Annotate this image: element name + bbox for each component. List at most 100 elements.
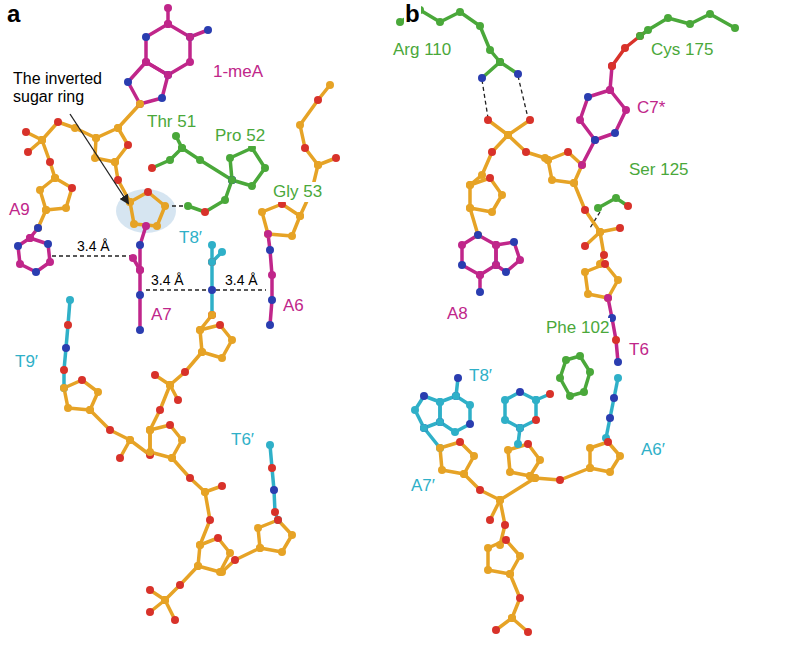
atom-ball [46,158,54,166]
atom-ball [604,294,612,302]
atom-ball [78,376,86,384]
bond-stick [95,128,128,162]
atom-ball [136,100,144,108]
atom-ball [556,374,564,382]
residue-label: A6′ [640,440,666,460]
atom-ball [460,470,468,478]
atom-ball [228,336,236,344]
atom-ball [314,96,322,104]
atom-ball [516,424,524,432]
atom-ball [256,544,264,552]
atom-ball [178,144,186,152]
atom-ball [532,416,540,424]
atom-ball [411,406,419,414]
atom-ball [606,414,614,422]
atom-ball [208,311,216,319]
atom-ball [196,541,204,549]
atom-ball [218,482,226,490]
atom-ball [606,468,614,476]
atom-ball [478,74,486,82]
atom-ball [114,124,122,132]
atom-ball [332,154,340,162]
atom-ball [456,438,464,446]
atom-ball [46,258,54,266]
atom-ball [34,224,42,232]
atom-ball [144,188,152,196]
atom-ball [206,516,214,524]
distance-line [52,255,134,256]
atom-ball [578,161,586,169]
atom-ball [32,268,40,276]
atom-ball [264,230,272,238]
atom-ball [458,241,466,249]
atom-ball [196,156,204,164]
atom-ball [476,486,484,494]
atom-ball [34,224,42,232]
bond-stick [90,410,150,455]
atom-ball [456,8,464,16]
atom-ball [584,93,592,101]
atom-ball [142,58,150,66]
atom-ball [166,156,174,164]
atom-ball [94,388,102,396]
distance-line [518,76,528,118]
atom-ball [556,476,564,484]
atom-ball [106,426,114,434]
atom-ball [514,440,522,448]
atom-ball [436,418,444,426]
atom-ball [606,86,614,94]
atom-ball [436,18,444,26]
atom-ball [488,208,496,216]
distance-line [482,80,488,118]
atom-ball [161,596,169,604]
atom-ball [24,148,32,156]
atom-ball [501,396,509,404]
atom-ball [596,228,604,236]
distance-line [146,289,208,290]
atom-ball [38,136,46,144]
atom-ball [166,381,174,389]
atom-ball [452,392,460,400]
atom-ball [608,62,616,70]
atom-ball [146,608,154,616]
atom-ball [504,131,512,139]
atom-ball [604,294,612,302]
atom-ball [484,544,492,552]
atom-ball [196,541,204,549]
atom-ball [706,10,714,18]
atom-ball [614,358,622,366]
atom-ball [268,296,276,304]
bond-stick [590,442,620,472]
atom-ball [470,452,478,460]
atom-ball [228,176,236,184]
atom-ball [532,396,540,404]
atom-ball [586,444,594,452]
atom-ball [504,131,512,139]
atom-ball [608,62,616,70]
bond-stick [42,122,96,178]
atom-ball [596,228,604,236]
atom-ball [474,231,482,239]
atom-ball [486,516,494,524]
atom-ball [566,392,574,400]
atom-ball [504,446,512,454]
atom-ball [186,474,194,482]
bond-stick [505,392,536,428]
atom-ball [326,81,334,89]
bond-stick [150,566,198,612]
bond-stick [462,235,496,275]
atom-ball [194,562,202,570]
atom-ball [576,352,584,360]
atom-ball [492,261,500,269]
atom-ball [492,241,500,249]
atom-ball [508,614,516,622]
residue-label: A7′ [410,476,436,496]
atom-ball [66,296,74,304]
bond-stick [585,264,618,298]
atom-ball [612,336,620,344]
residue-label: Ser 125 [628,160,690,180]
atom-ball [581,242,589,250]
atom-ball [172,132,180,140]
atom-ball [148,164,156,172]
atom-ball [484,116,492,124]
